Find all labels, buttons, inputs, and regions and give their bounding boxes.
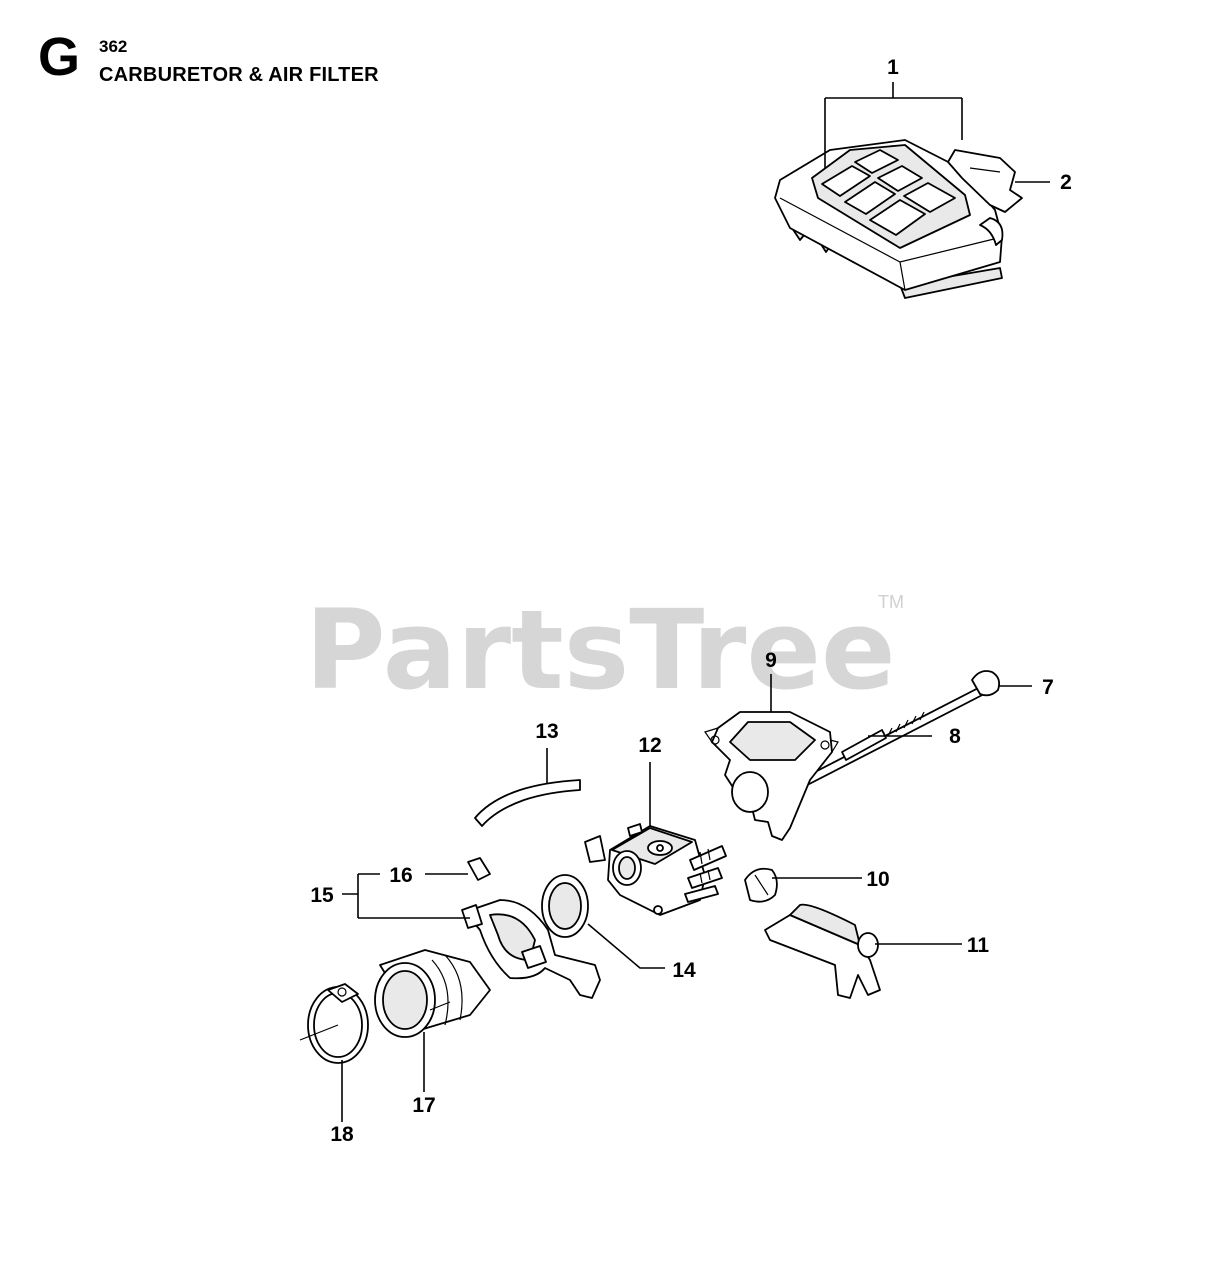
page-header: G 362 CARBURETOR & AIR FILTER — [0, 0, 600, 110]
air-filter-base — [899, 267, 1003, 299]
spacer-tube-part[interactable] — [841, 729, 887, 761]
callout-8: 8 — [949, 725, 961, 748]
intake-boot-part[interactable] — [374, 949, 491, 1038]
fuel-hose-part[interactable] — [474, 779, 581, 827]
callout-9: 9 — [765, 649, 777, 672]
section-letter: G — [38, 27, 81, 87]
carburetor-housing-part[interactable] — [704, 711, 839, 841]
carburetor-adjust-screws — [684, 845, 727, 903]
watermark-trademark: TM — [878, 592, 904, 612]
watermark-text: PartsTree — [305, 586, 896, 714]
leader-lines — [341, 82, 1050, 1122]
page-title: CARBURETOR & AIR FILTER — [99, 64, 379, 86]
callout-14: 14 — [672, 959, 696, 982]
callout-17: 17 — [412, 1094, 435, 1117]
lever-part[interactable] — [764, 903, 881, 999]
callout-10: 10 — [866, 868, 889, 891]
callout-12: 12 — [638, 734, 661, 757]
callout-11: 11 — [967, 934, 990, 957]
flange-part[interactable] — [461, 899, 601, 999]
assembly-axis-line — [299, 1001, 451, 1041]
callout-2: 2 — [1060, 171, 1072, 194]
callout-15: 15 — [310, 884, 334, 907]
callout-1: 1 — [887, 56, 899, 79]
callout-18: 18 — [330, 1123, 354, 1146]
callout-7: 7 — [1042, 676, 1054, 699]
air-filter-mesh — [821, 149, 956, 236]
callout-16: 16 — [389, 864, 412, 887]
air-filter-part[interactable] — [774, 139, 1004, 299]
nut-part[interactable] — [467, 857, 491, 881]
air-filter-bracket-part[interactable] — [947, 149, 1023, 213]
model-number: 362 — [99, 37, 128, 56]
carburetor-part[interactable] — [584, 823, 727, 916]
hose-clamp-part[interactable] — [307, 983, 369, 1064]
intake-ring-part[interactable] — [541, 874, 589, 938]
callout-13: 13 — [535, 720, 558, 743]
